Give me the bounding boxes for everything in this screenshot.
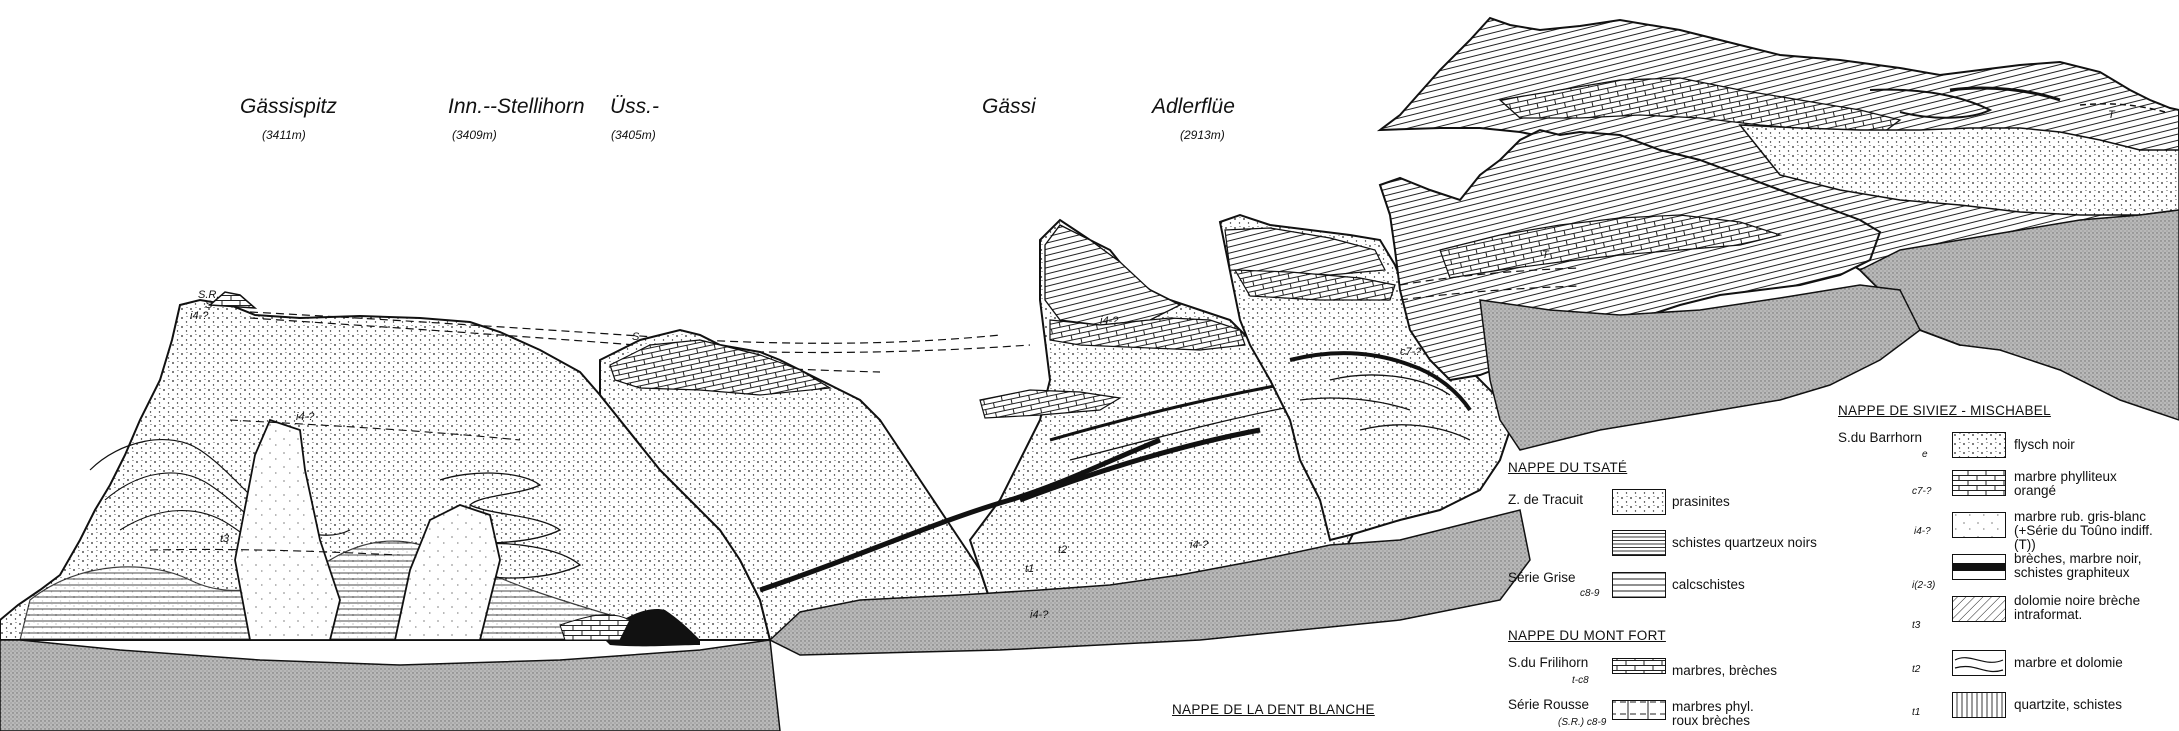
peak-alt-gassispitz: (3411m) (262, 128, 306, 142)
legend-swatch-breches-noir (1952, 554, 2006, 580)
legend-code-t2: t2 (1912, 664, 1920, 675)
section-label-c7: c7-? (1400, 346, 1422, 358)
legend-desc-dolomie-noire: dolomie noire brèche intraformat. (2014, 594, 2154, 622)
legend-desc-breches-noir: brèches, marbre noir, schistes graphiteu… (2014, 552, 2174, 580)
section-label-t2: t2 (1058, 544, 1067, 556)
legend-swatch-schistes-quartzeux (1612, 530, 1666, 556)
legend-title-siviez: NAPPE DE SIVIEZ - MISCHABEL (1838, 403, 2051, 418)
legend-code-c8-9a: c8-9 (1580, 588, 1599, 599)
section-label-i4b: i4-? (296, 411, 315, 423)
legend-desc-prasinites: prasinites (1672, 495, 1730, 509)
legend-swatch-marbre-phylliteux (1952, 470, 2006, 496)
legend-code-c7: c7-? (1912, 486, 1931, 497)
section-label-i4c: i4-? (1100, 315, 1119, 327)
legend-unit-serie-rousse: Série Rousse (1508, 697, 1589, 712)
legend-swatch-flysch (1952, 432, 2006, 458)
legend-unit-barrhorn: S.du Barrhorn (1838, 430, 1922, 445)
peak-name-gassi: Gässi (982, 95, 1036, 119)
legend-code-i4: i4-? (1914, 526, 1931, 537)
legend-swatch-marbre-dolomie (1952, 650, 2006, 676)
legend-swatch-marbre-rub (1952, 512, 2006, 538)
peak-name-gassispitz: Gässispitz (240, 95, 337, 119)
legend-unit-serie-grise: Série Grise (1508, 570, 1576, 585)
legend-code-t-c8: t-c8 (1572, 675, 1589, 686)
peak-name-adlerflue: Adlerflüe (1152, 95, 1235, 119)
legend-desc-calcschistes: calcschistes (1672, 578, 1745, 592)
legend-desc-marbre-rub: marbre rub. gris-blanc (+Série du Toûno … (2014, 510, 2174, 552)
legend-code-i2-3: i(2-3) (1912, 580, 1935, 591)
legend-swatch-dolomie-noire (1952, 596, 2006, 622)
legend-title-mont-fort: NAPPE DU MONT FORT (1508, 628, 1666, 643)
legend-unit-frilihorn: S.du Frilihorn (1508, 655, 1588, 670)
peak-name-stellihorn: Inn.--Stellihorn (448, 95, 585, 119)
legend-code-t1: t1 (1912, 707, 1920, 718)
peak-alt-adlerflue: (2913m) (1180, 128, 1225, 142)
legend-desc-schistes-quartzeux: schistes quartzeux noirs (1672, 536, 1817, 550)
peak-name-uss: Üss.- (610, 95, 659, 119)
legend-swatch-marbres-breches (1612, 658, 1666, 674)
legend-desc-marbres-breches: marbres, brèches (1672, 664, 1777, 678)
peak-alt-stellihorn: (3409m) (452, 128, 497, 142)
section-label-t1: t1 (1025, 563, 1034, 575)
legend-swatch-prasinites (1612, 489, 1666, 515)
legend-swatch-quartzite (1952, 692, 2006, 718)
section-label-t3: t3 (220, 533, 230, 545)
legend-swatch-calcschistes (1612, 572, 1666, 598)
legend-code-sr: (S.R.) c8-9 (1558, 717, 1606, 728)
legend-swatch-marbres-phyl (1612, 700, 1666, 720)
legend-desc-marbres-phyl: marbres phyl. roux brèches (1672, 700, 1782, 728)
legend-title-dent-blanche: NAPPE DE LA DENT BLANCHE (1172, 702, 1375, 717)
legend-code-t3: t3 (1912, 620, 1920, 631)
legend-code-e: e (1922, 449, 1928, 460)
section-label-i4a: i4-? (190, 310, 209, 322)
legend-title-tsate: NAPPE DU TSATÉ (1508, 460, 1627, 475)
legend-desc-quartzite: quartzite, schistes (2014, 698, 2122, 712)
section-label-s2: S (632, 331, 640, 343)
legend-desc-marbre-phylliteux: marbre phylliteux orangé (2014, 470, 2134, 498)
section-label-i4d: i4-? (1190, 539, 1209, 551)
legend-desc-flysch: flysch noir (2014, 438, 2075, 452)
peak-alt-uss: (3405m) (611, 128, 656, 142)
section-label-i4e: i4-? (1030, 609, 1049, 621)
legend-desc-marbre-dolomie: marbre et dolomie (2014, 656, 2123, 670)
legend-unit-tracuit: Z. de Tracuit (1508, 492, 1583, 507)
